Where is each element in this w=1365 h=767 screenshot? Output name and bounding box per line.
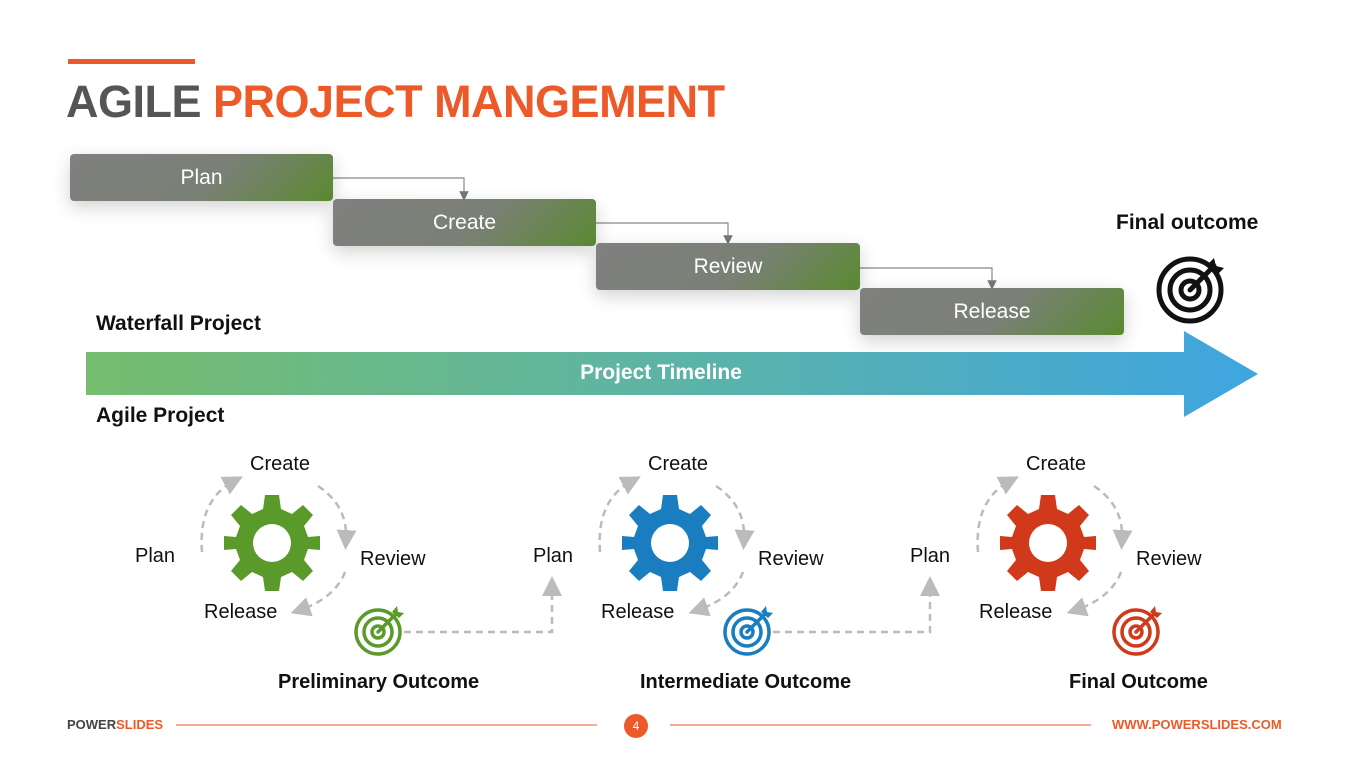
waterfall-step-release: Release — [860, 288, 1124, 335]
cycle-3-create: Create — [1026, 453, 1087, 475]
target-icon — [1156, 256, 1224, 324]
cycle-3-outcome: Final Outcome — [1069, 671, 1208, 693]
waterfall-step-plan: Plan — [70, 154, 333, 201]
cycle-1-plan: Plan — [135, 545, 176, 567]
connector-plan-create — [333, 177, 469, 201]
footer-brand-part-1: POWER — [67, 717, 117, 732]
cycle-2-release: Release — [601, 601, 675, 623]
title-part-1: AGILE — [66, 76, 202, 127]
gear-icon — [1000, 495, 1096, 591]
cycle-2-review: Review — [758, 548, 824, 570]
final-outcome-label: Final outcome — [1116, 211, 1259, 234]
connector-1-2 — [404, 576, 562, 634]
connector-create-review — [596, 222, 733, 245]
title-part-2: PROJECT MANGEMENT — [213, 76, 725, 127]
waterfall-step-create: Create — [333, 199, 596, 246]
title-accent-bar — [68, 59, 195, 64]
footer-website: WWW.POWERSLIDES.COM — [1112, 717, 1282, 732]
waterfall-step-review: Review — [596, 243, 860, 290]
page-number: 4 — [624, 714, 648, 738]
gear-icon — [622, 495, 718, 591]
target-icon — [354, 606, 404, 656]
gear-icon — [224, 495, 320, 591]
cycle-3-release: Release — [979, 601, 1053, 623]
cycle-1-review: Review — [360, 548, 426, 570]
cycle-2-plan: Plan — [533, 545, 574, 567]
cycle-2-outcome: Intermediate Outcome — [640, 671, 852, 693]
cycle-3-review: Review — [1136, 548, 1202, 570]
cycle-2-create: Create — [648, 453, 709, 475]
cycle-3-dashed-arcs — [976, 476, 1133, 617]
footer-brand-part-2: SLIDES — [116, 717, 164, 732]
agile-label: Agile Project — [96, 404, 225, 427]
cycle-1-release: Release — [204, 601, 278, 623]
connector-2-3 — [773, 576, 940, 634]
cycle-1-outcome: Preliminary Outcome — [278, 671, 480, 693]
target-icon — [723, 606, 773, 656]
cycle-3-plan: Plan — [910, 545, 951, 567]
cycle-1-create: Create — [250, 453, 311, 475]
connector-review-release — [860, 267, 997, 290]
cycle-2-dashed-arcs — [598, 476, 755, 617]
page-title: AGILE PROJECT MANGEMENT — [66, 76, 725, 128]
waterfall-label: Waterfall Project — [96, 312, 261, 335]
target-icon — [1112, 606, 1162, 656]
footer-brand: POWERSLIDES — [67, 717, 163, 732]
timeline-label: Project Timeline — [580, 361, 742, 384]
cycle-1-dashed-arcs — [200, 476, 357, 617]
